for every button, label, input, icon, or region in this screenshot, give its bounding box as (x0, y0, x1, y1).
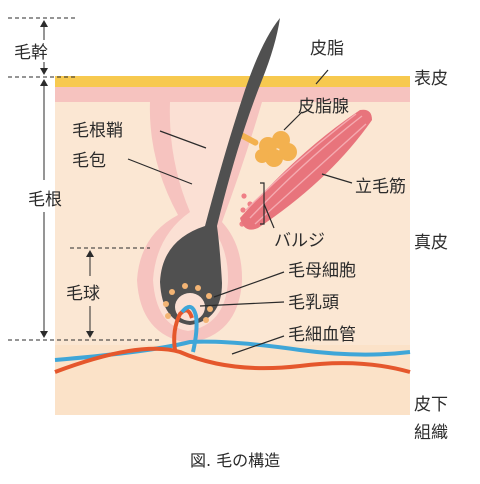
epidermis-pink-band (55, 86, 410, 102)
label-dermis: 真皮 (414, 233, 448, 253)
label-arrector-pili: 立毛筋 (355, 177, 406, 197)
matrix-dots (163, 283, 213, 323)
label-subcutaneous-2: 組織 (414, 423, 448, 443)
label-epidermis: 表皮 (414, 69, 448, 89)
arrector-pili-muscle (240, 109, 372, 230)
leader-lines (127, 69, 353, 355)
label-hair-matrix-cell: 毛母細胞 (288, 261, 356, 281)
label-dermal-papilla: 毛乳頭 (288, 293, 339, 313)
label-sebaceous-gland: 皮脂腺 (298, 97, 349, 117)
measure-arrows (40, 20, 94, 338)
label-sebum: 皮脂 (310, 39, 344, 59)
muscle-fibers (245, 113, 367, 225)
label-bulge: バルジ (274, 231, 325, 251)
figure-caption: 図. 毛の構造 (190, 451, 280, 470)
label-follicle: 毛包 (72, 151, 106, 171)
subcutaneous-layer (55, 345, 410, 415)
capillary-artery (54, 346, 411, 374)
label-capillary: 毛細血管 (288, 325, 356, 345)
hair-shaft (160, 18, 280, 325)
label-hair-shaft: 毛幹 (14, 42, 48, 63)
papilla-artery-loop (172, 308, 194, 351)
papilla-vein-loop (180, 304, 199, 353)
epidermis-surface (55, 76, 410, 87)
label-hair-root: 毛根 (28, 190, 62, 210)
sebaceous-gland (238, 131, 297, 167)
label-subcutaneous-1: 皮下 (414, 395, 448, 415)
label-hair-bulb: 毛球 (66, 284, 100, 304)
label-root-sheath: 毛根鞘 (72, 121, 123, 141)
